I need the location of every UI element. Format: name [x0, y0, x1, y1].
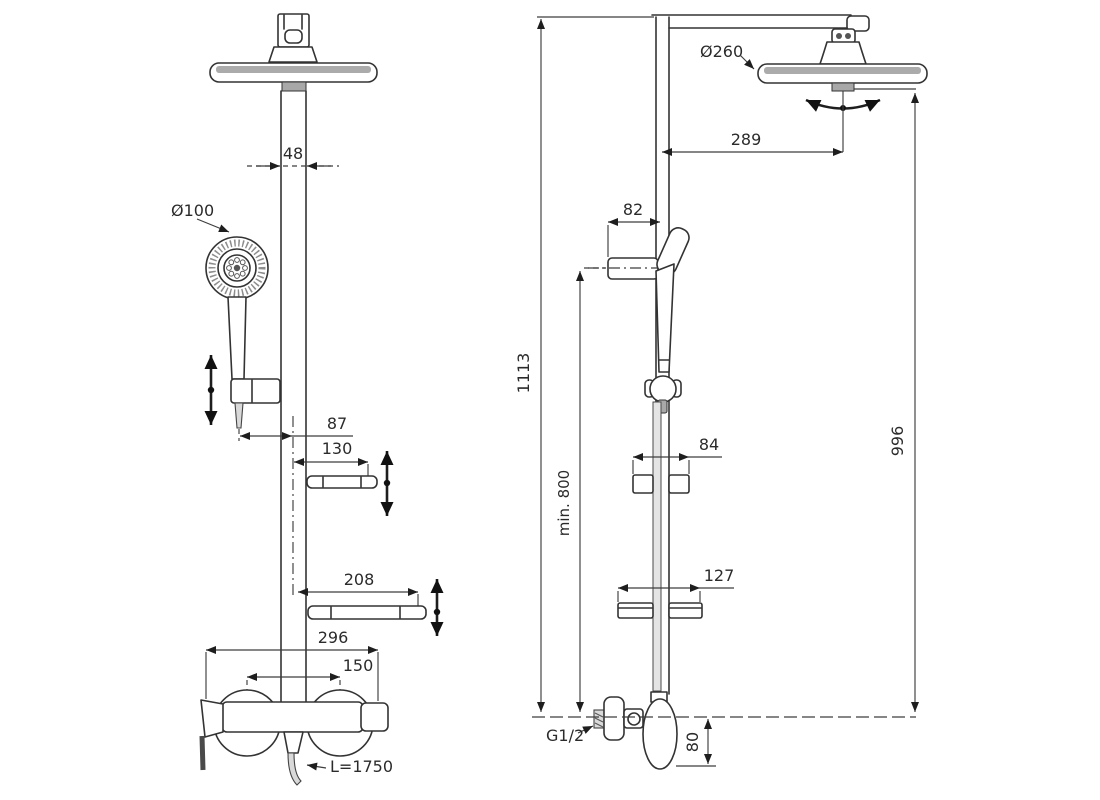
dim-hand-shower-diameter: Ø100: [171, 201, 230, 233]
dim-hose-length: L=1750: [306, 757, 393, 776]
dim-hand-shower-offset: 87: [238, 414, 353, 597]
dim-head-reach: 289: [662, 130, 843, 156]
dim-soap-shelf-depth: 84: [632, 435, 722, 474]
dim-head-height: 996: [854, 88, 919, 712]
adjustability-arrow-soap-shelf: [380, 451, 394, 516]
mixer-valve-side: [593, 691, 678, 770]
lower-shelf-front: [307, 605, 427, 620]
hand-shower-side: [644, 227, 690, 414]
head-shower-side: [757, 28, 928, 92]
dim-label-87: 87: [327, 414, 347, 433]
dim-lower-shelf-width: 208: [298, 570, 419, 606]
hand-shower-holder-side: [588, 257, 670, 280]
mixer-valve-front: [199, 689, 389, 786]
soap-shelf-side: [632, 474, 690, 494]
dim-head-diameter: Ø260: [700, 42, 755, 70]
dim-min-mounting-height: min. 800: [555, 267, 606, 712]
escutcheon-side: [603, 696, 625, 741]
dim-label-48: 48: [283, 144, 303, 163]
shower-column-front: [280, 90, 307, 703]
adjustability-arrow-lower-shelf: [430, 579, 444, 636]
dim-label-min800: min. 800: [555, 470, 573, 536]
mixer-lever-front: [200, 699, 224, 738]
dim-label-1113: 1113: [514, 353, 533, 394]
top-bracket: [268, 13, 318, 63]
mixer-outlet: [283, 731, 304, 754]
soap-shelf-front: [306, 475, 378, 489]
dim-label-d100: Ø100: [171, 201, 214, 220]
dim-label-150: 150: [343, 656, 374, 675]
swivel-arrow-head-shower: [805, 91, 881, 152]
dim-label-80: 80: [683, 732, 702, 752]
dim-holder-depth: 82: [607, 200, 660, 257]
dim-label-82: 82: [623, 200, 643, 219]
dim-label-d260: Ø260: [700, 42, 743, 61]
dim-label-127: 127: [704, 566, 735, 585]
dim-column-width: 48: [247, 144, 339, 170]
adjustability-arrow-hand-shower: [204, 355, 218, 425]
dim-label-130: 130: [322, 439, 353, 458]
shower-hose-front: [287, 752, 302, 786]
dim-thread: G1/2: [546, 725, 594, 745]
dim-overall-height: 1113: [514, 16, 654, 712]
dim-label-296: 296: [318, 628, 349, 647]
side-view: 1113 min. 800 Ø260: [514, 14, 928, 770]
dim-handle-drop: 80: [676, 719, 716, 767]
hand-shower-front: [205, 236, 281, 429]
front-view: 48 Ø100: [171, 13, 444, 786]
arm-end-bracket: [846, 15, 870, 32]
shower-column-side: [651, 14, 870, 695]
dim-soap-shelf-width: 130: [294, 439, 369, 476]
mixer-lever-side: [642, 698, 678, 770]
dim-label-84: 84: [699, 435, 719, 454]
head-shower-front: [209, 62, 378, 92]
dim-label-996: 996: [888, 426, 907, 457]
dim-connection-centres: 150: [246, 656, 374, 692]
dim-label-289: 289: [731, 130, 762, 149]
shower-hose-side: [652, 401, 662, 692]
dim-label-208: 208: [344, 570, 375, 589]
dim-label-g12: G1/2: [546, 726, 584, 745]
dim-label-l1750: L=1750: [330, 757, 393, 776]
dim-lower-shelf-depth: 127: [617, 566, 735, 602]
lower-shelf-side: [617, 602, 703, 619]
dim-mixer-width: 296: [205, 628, 379, 701]
